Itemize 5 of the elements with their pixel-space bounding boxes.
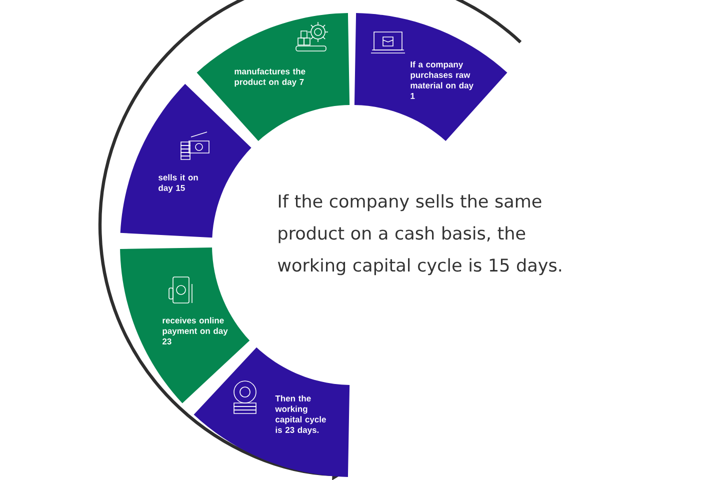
ring-segment: If a company purchases raw material on day 1 — [354, 13, 508, 141]
ring-segment: manufactures the product on day 7 — [196, 13, 350, 141]
ring-segment: receives online payment on day 23 — [120, 247, 250, 404]
caption-text: If the company sells the same product on a cash basis, the working capital cycle is 15 days. — [278, 194, 562, 276]
ring-segment: Then the working capital cycle is 23 days. — [194, 347, 350, 477]
